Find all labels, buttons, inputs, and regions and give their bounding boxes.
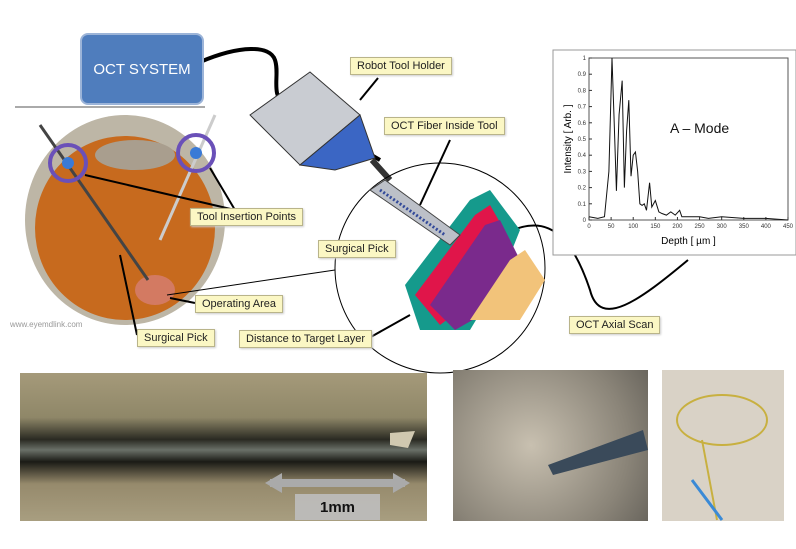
- a-mode-chart: 0 50 100 150 200 250 300 350 400 450 0 0.1 0.2 0.3 0.4…: [563, 56, 794, 247]
- x-tick-label: 100: [628, 224, 639, 230]
- x-tick-label: 0: [587, 224, 591, 230]
- photo-oct-fiber: [662, 370, 784, 521]
- y-tick-label: 0.3: [578, 169, 587, 175]
- label-distance-target: Distance to Target Layer: [239, 330, 373, 348]
- y-tick-label: 0.8: [578, 88, 587, 94]
- oct-system-box: OCT SYSTEM: [80, 33, 204, 105]
- y-tick-label: 0.2: [578, 186, 587, 192]
- robot-tool-holder: [249, 71, 393, 183]
- watermark: www.eyemdlink.com: [10, 320, 83, 329]
- y-tick-label: 0.4: [578, 153, 587, 159]
- x-axis-label: Depth [ µm ]: [661, 236, 716, 247]
- y-tick-label: 0: [583, 218, 587, 224]
- x-tick-label: 350: [739, 224, 750, 230]
- y-tick-label: 1: [583, 56, 587, 62]
- y-tick-label: 0.7: [578, 105, 587, 111]
- x-tick-label: 450: [783, 224, 794, 230]
- label-operating-area: Operating Area: [195, 295, 283, 313]
- label-robot-tool-holder: Robot Tool Holder: [350, 57, 452, 75]
- retina-layers: [405, 190, 545, 330]
- magnified-view: [334, 162, 546, 374]
- label-oct-fiber: OCT Fiber Inside Tool: [384, 117, 505, 135]
- x-tick-label: 150: [650, 224, 661, 230]
- eye-illustration: [25, 114, 225, 325]
- x-tick-label: 50: [608, 224, 615, 230]
- x-tick-label: 400: [761, 224, 772, 230]
- y-axis-label: Intensity [ Arb. ]: [563, 104, 574, 173]
- a-mode-series-line: [588, 57, 789, 221]
- label-insertion-points: Tool Insertion Points: [190, 208, 304, 226]
- label-surgical-pick-bottom: Surgical Pick: [137, 329, 215, 347]
- chart-title: A – Mode: [670, 120, 730, 136]
- x-tick-label: 250: [695, 224, 706, 230]
- photo-pick-on-coin: [453, 370, 648, 521]
- x-tick-label: 200: [672, 224, 683, 230]
- x-tick-label: 300: [717, 224, 728, 230]
- a-mode-chart-frame: [552, 49, 796, 256]
- y-tick-label: 0.9: [578, 72, 587, 78]
- y-tick-label: 0.5: [578, 137, 587, 143]
- y-tick-label: 0.6: [578, 121, 587, 127]
- label-surgical-pick-mid: Surgical Pick: [318, 240, 396, 258]
- y-tick-label: 0.1: [578, 202, 587, 208]
- surgical-tool-magnified: [369, 179, 461, 246]
- scale-bar-label: 1mm: [295, 494, 380, 520]
- label-oct-axial-scan: OCT Axial Scan: [569, 316, 661, 334]
